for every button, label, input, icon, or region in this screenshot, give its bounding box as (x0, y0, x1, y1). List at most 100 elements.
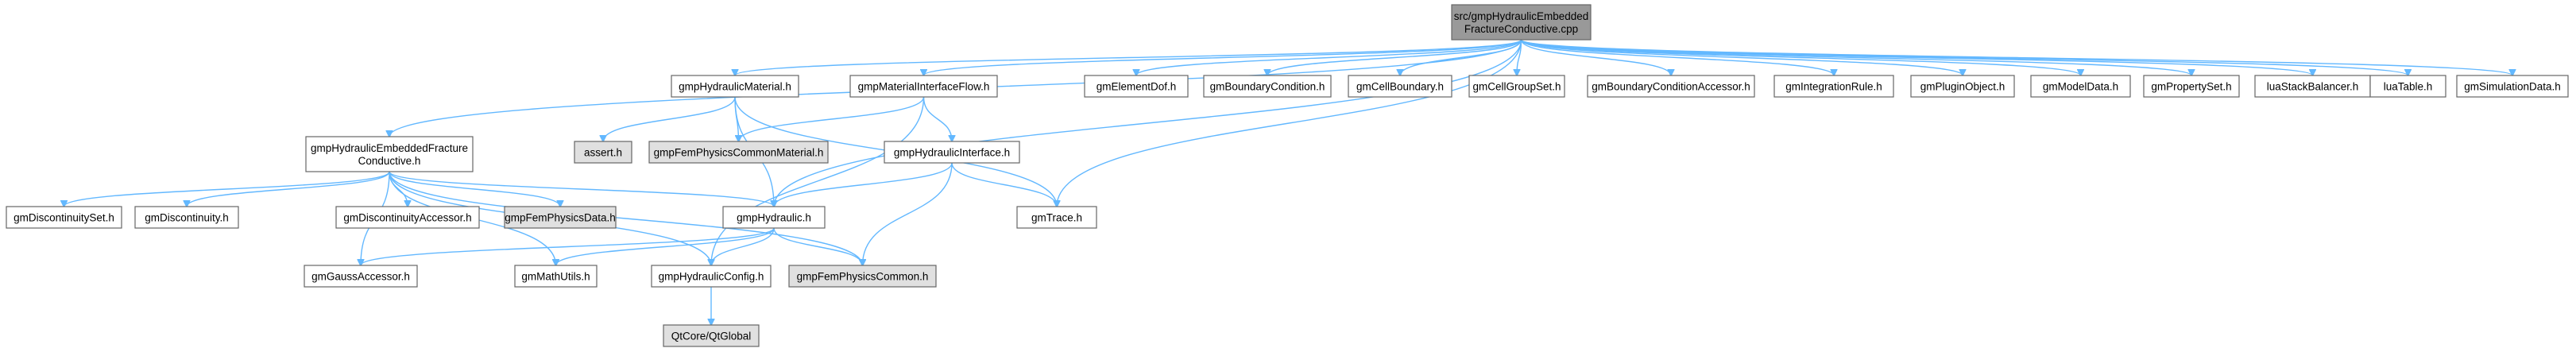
node-hyd-label: gmpHydraulic.h (737, 212, 811, 224)
node-gauss-box (304, 265, 418, 288)
node-femcommon[interactable]: gmpFemPhysicsCommon.h (788, 265, 937, 288)
node-femmat-box (648, 141, 829, 164)
node-hyd-box (722, 206, 826, 229)
node-hydcfg-label: gmpHydraulicConfig.h (659, 271, 764, 283)
node-root-label: FractureConductive.cpp (1464, 23, 1578, 35)
node-discacc[interactable]: gmDiscontinuityAccessor.h (335, 206, 480, 229)
node-discset[interactable]: gmDiscontinuitySet.h (6, 206, 122, 229)
node-model-box (2030, 75, 2131, 98)
node-simdata-box (2456, 75, 2569, 98)
node-qtglobal-label: QtCore/QtGlobal (671, 331, 752, 342)
node-bcacc-box (1587, 75, 1755, 98)
edge-root-to-trace (1057, 39, 1522, 207)
edge-root-to-bcacc (1520, 39, 1672, 75)
node-model-label: gmModelData.h (2043, 81, 2118, 93)
node-cellb-box (1348, 75, 1452, 98)
node-asserth[interactable]: assert.h (574, 141, 632, 164)
node-hydmat[interactable]: gmpHydraulicMaterial.h (671, 75, 799, 98)
node-elemdof-label: gmElementDof.h (1097, 81, 1177, 93)
node-hydcfg[interactable]: gmpHydraulicConfig.h (651, 265, 772, 288)
node-embfrac-box (305, 136, 474, 172)
edge-hydif-to-trace (951, 162, 1057, 207)
node-discset-box (6, 206, 122, 229)
edge-root-to-hydmat (735, 39, 1522, 75)
edge-hydif-to-hyd (774, 162, 953, 207)
edge-embfrac-to-femdata (389, 171, 560, 207)
edge-embfrac-to-hyd (389, 171, 774, 207)
node-trace-box (1016, 206, 1097, 229)
node-bcond-box (1203, 75, 1332, 98)
node-hydif[interactable]: gmpHydraulicInterface.h (884, 141, 1020, 164)
node-femdata[interactable]: gmpFemPhysicsData.h (504, 206, 617, 229)
node-gauss-label: gmGaussAccessor.h (311, 271, 410, 283)
node-disc[interactable]: gmDiscontinuity.h (134, 206, 239, 229)
edge-hyd-to-hydcfg (711, 227, 775, 265)
node-matif-box (849, 75, 998, 98)
node-discacc-label: gmDiscontinuityAccessor.h (343, 212, 471, 224)
node-luatable[interactable]: luaTable.h (2369, 75, 2446, 98)
node-luastack[interactable]: luaStackBalancer.h (2254, 75, 2371, 98)
node-mathu-box (514, 265, 598, 288)
node-intrule-box (1773, 75, 1894, 98)
node-elemdof[interactable]: gmElementDof.h (1084, 75, 1189, 98)
node-plugin-box (1910, 75, 2015, 98)
node-mathu-label: gmMathUtils.h (521, 271, 590, 283)
node-hyd[interactable]: gmpHydraulic.h (722, 206, 826, 229)
edge-matif-to-hydcfg (711, 96, 925, 265)
node-root[interactable]: src/gmpHydraulicEmbeddedFractureConducti… (1451, 4, 1592, 41)
edge-root-to-intrule (1520, 39, 1835, 75)
node-propset[interactable]: gmPropertySet.h (2143, 75, 2240, 98)
node-femcommon-box (788, 265, 937, 288)
edge-hydmat-to-asserth (603, 96, 736, 141)
node-root-box (1451, 4, 1592, 41)
edge-root-to-hyd (774, 39, 1522, 207)
node-femmat-label: gmpFemPhysicsCommonMaterial.h (654, 147, 824, 159)
node-qtglobal[interactable]: QtCore/QtGlobal (663, 324, 760, 347)
edge-matif-to-femmat (739, 96, 925, 141)
node-cellg-box (1468, 75, 1565, 98)
edge-root-to-matif (924, 39, 1522, 75)
node-matif-label: gmpMaterialInterfaceFlow.h (858, 81, 990, 93)
node-gauss[interactable]: gmGaussAccessor.h (304, 265, 418, 288)
edge-hydif-to-femcommon (863, 162, 953, 265)
node-hydif-label: gmpHydraulicInterface.h (894, 147, 1010, 159)
edge-root-to-simdata (1520, 39, 2513, 75)
node-root-label: src/gmpHydraulicEmbedded (1454, 10, 1589, 22)
node-mathu[interactable]: gmMathUtils.h (514, 265, 598, 288)
node-model[interactable]: gmModelData.h (2030, 75, 2131, 98)
node-bcacc-label: gmBoundaryConditionAccessor.h (1592, 81, 1750, 93)
node-matif[interactable]: gmpMaterialInterfaceFlow.h (849, 75, 998, 98)
node-trace[interactable]: gmTrace.h (1016, 206, 1097, 229)
node-bcond-label: gmBoundaryCondition.h (1210, 81, 1325, 93)
node-femmat[interactable]: gmpFemPhysicsCommonMaterial.h (648, 141, 829, 164)
node-bcond[interactable]: gmBoundaryCondition.h (1203, 75, 1332, 98)
node-luatable-label: luaTable.h (2384, 81, 2433, 93)
node-propset-box (2143, 75, 2240, 98)
node-plugin[interactable]: gmPluginObject.h (1910, 75, 2015, 98)
node-elemdof-box (1084, 75, 1189, 98)
edge-root-to-luastack (1520, 39, 2313, 75)
node-cellb[interactable]: gmCellBoundary.h (1348, 75, 1452, 98)
node-propset-label: gmPropertySet.h (2151, 81, 2231, 93)
node-hydif-box (884, 141, 1020, 164)
edge-root-to-luatable (1520, 39, 2408, 75)
node-embfrac-label: Conductive.h (358, 155, 421, 167)
edge-root-to-model (1520, 39, 2081, 75)
node-simdata[interactable]: gmSimulationData.h (2456, 75, 2569, 98)
node-femdata-label: gmpFemPhysicsData.h (505, 212, 616, 224)
edge-root-to-elemdof (1136, 39, 1522, 75)
node-hydmat-label: gmpHydraulicMaterial.h (679, 81, 791, 93)
node-intrule-label: gmIntegrationRule.h (1785, 81, 1882, 93)
node-femdata-box (504, 206, 617, 229)
edge-root-to-plugin (1520, 39, 1963, 75)
node-intrule[interactable]: gmIntegrationRule.h (1773, 75, 1894, 98)
node-embfrac-label: gmpHydraulicEmbeddedFracture (311, 142, 468, 154)
node-plugin-label: gmPluginObject.h (1920, 81, 2005, 93)
edge-embfrac-to-discset (64, 171, 390, 207)
node-bcacc[interactable]: gmBoundaryConditionAccessor.h (1587, 75, 1755, 98)
node-cellg[interactable]: gmCellGroupSet.h (1468, 75, 1565, 98)
edge-root-to-propset (1520, 39, 2192, 75)
node-discset-label: gmDiscontinuitySet.h (14, 212, 114, 224)
edge-hyd-to-mathu (556, 227, 775, 265)
